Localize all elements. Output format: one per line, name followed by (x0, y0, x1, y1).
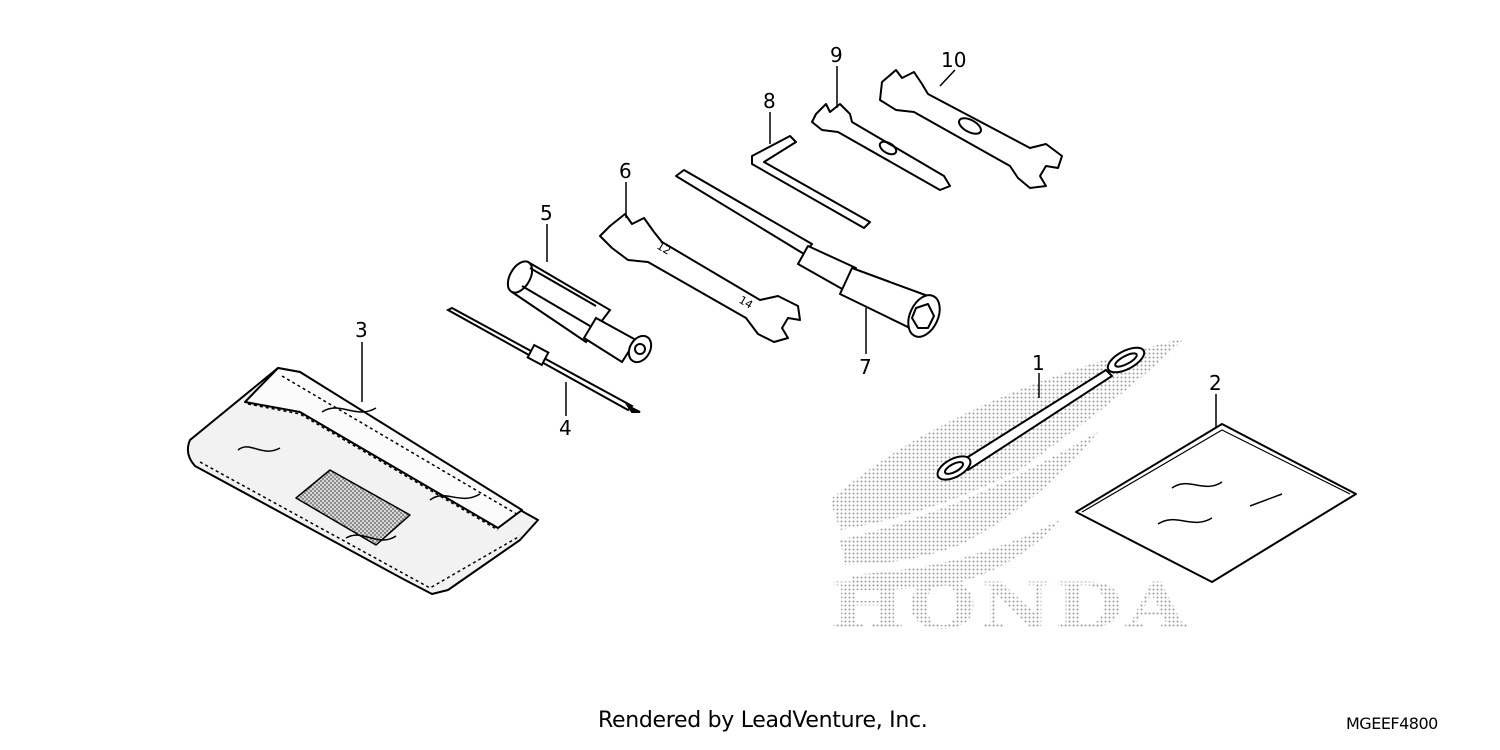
callout-3: 3 (355, 318, 368, 342)
callout-leaders (361, 66, 1217, 428)
callout-9: 9 (830, 43, 843, 67)
screwdriver-blade (445, 306, 641, 413)
svg-text:12: 12 (655, 239, 674, 257)
svg-text:14: 14 (737, 293, 756, 311)
tool-bag (186, 367, 539, 595)
render-credit: Rendered by LeadVenture, Inc. (598, 708, 928, 733)
loop-tool (936, 346, 1146, 481)
open-end-wrench: 12 14 (599, 213, 801, 343)
callout-10: 10 (941, 48, 966, 72)
honda-wing-logo (830, 338, 1185, 590)
callout-6: 6 (619, 159, 632, 183)
callout-2: 2 (1209, 371, 1222, 395)
hex-key (751, 135, 871, 229)
double-open-wrench (879, 69, 1063, 189)
callout-5: 5 (540, 201, 553, 225)
callout-4: 4 (559, 416, 572, 440)
screwdriver-handle (506, 260, 653, 364)
callout-labels: 1 2 3 4 5 6 7 8 9 10 (355, 43, 1222, 440)
callout-1: 1 (1032, 351, 1045, 375)
wrench-9 (811, 103, 951, 191)
callout-7: 7 (859, 355, 872, 379)
owners-manual (1075, 423, 1357, 583)
honda-watermark-text: HONDA (830, 569, 1190, 644)
callout-8: 8 (763, 89, 776, 113)
spark-plug-wrench (675, 169, 941, 338)
diagram-code: MGEEF4800 (1346, 714, 1438, 733)
